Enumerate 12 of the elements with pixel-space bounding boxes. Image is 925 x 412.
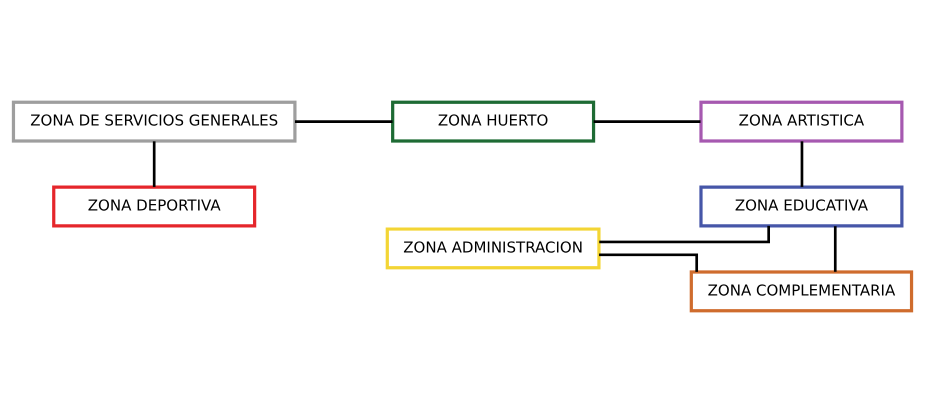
- connector: [800, 140, 804, 186]
- node-box: ZONA DEPORTIVA: [52, 185, 256, 227]
- node-box: ZONA DE SERVICIOS GENERALES: [12, 100, 297, 142]
- connector: [294, 120, 393, 122]
- node-box: ZONA ARTISTICA: [699, 100, 904, 142]
- node-box: ZONA EDUCATIVA: [699, 185, 904, 227]
- connector: [834, 226, 837, 272]
- connector: [152, 140, 156, 186]
- node-box: ZONA ADMINISTRACION: [386, 226, 601, 269]
- connector: [594, 120, 700, 122]
- node-box: ZONA HUERTO: [391, 100, 596, 142]
- node-box: ZONA COMPLEMENTARIA: [690, 270, 914, 312]
